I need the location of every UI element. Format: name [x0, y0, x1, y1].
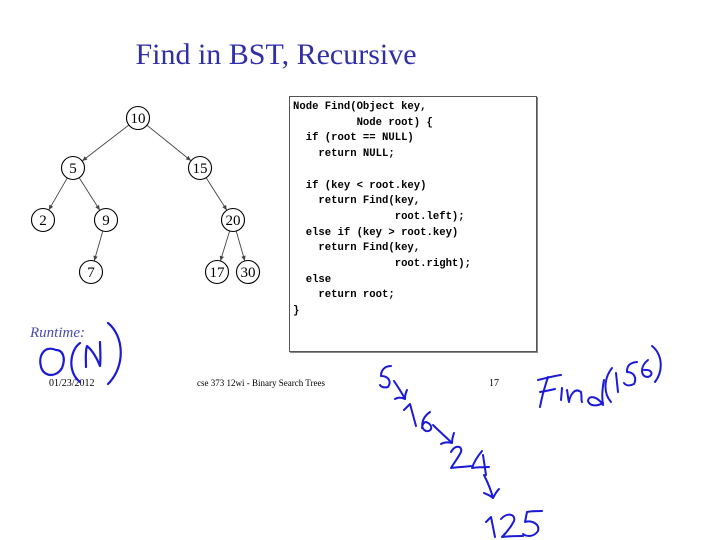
tree-node-circle: [30, 207, 56, 233]
tree-node: 15: [187, 155, 213, 181]
tree-node-circle: [125, 105, 151, 131]
footer-date: 01/23/2012: [49, 378, 95, 389]
tree-edge: [93, 230, 104, 262]
page-number: 17: [489, 378, 499, 389]
tree-edge: [81, 124, 130, 162]
tree-edge: [48, 177, 68, 211]
tree-edge: [205, 177, 228, 211]
tree-node: 20: [220, 207, 246, 233]
tree-edge-arrowhead: [222, 204, 227, 211]
code-listing: Node Find(Object key, Node root) { if (r…: [293, 101, 472, 318]
tree-node-circle: [187, 155, 213, 181]
tree-edge-arrowhead: [48, 204, 54, 211]
tree-node-circle: [220, 207, 246, 233]
tree-node: 9: [93, 207, 119, 233]
tree-edge: [219, 230, 231, 262]
tree-edge-arrowhead: [82, 156, 88, 161]
tree-node-circle: [93, 207, 119, 233]
tree-node-label: 5: [69, 161, 77, 177]
tree-node-label: 9: [102, 213, 110, 229]
tree-node-circle: [235, 259, 261, 285]
tree-node-circle: [204, 259, 230, 285]
tree-node: 7: [78, 259, 104, 285]
tree-node-label: 20: [226, 213, 241, 229]
tree-edge-arrowhead: [185, 155, 192, 161]
tree-node-label: 17: [210, 265, 226, 281]
tree-node-label: 30: [241, 265, 256, 281]
tree-node-label: 7: [87, 265, 95, 281]
tree-node-label: 10: [131, 111, 146, 127]
runtime-label: Runtime:: [30, 325, 85, 341]
tree-edge: [78, 177, 101, 211]
tree-edge-arrowhead: [241, 255, 246, 261]
tree-node: 10: [125, 105, 151, 131]
tree-node-circle: [60, 155, 86, 181]
tree-edge: [235, 230, 246, 262]
tree-edge-arrowhead: [95, 204, 100, 211]
slide-title: Find in BST, Recursive: [135, 38, 417, 71]
tree-node: 2: [30, 207, 56, 233]
code-box: Node Find(Object key, Node root) { if (r…: [289, 96, 537, 352]
tree-node: 17: [204, 259, 230, 285]
tree-node-label: 2: [39, 213, 47, 229]
tree-node-circle: [78, 259, 104, 285]
tree-node: 5: [60, 155, 86, 181]
tree-edge-arrowhead: [93, 255, 98, 261]
tree-edge: [146, 124, 192, 162]
footer-course: cse 373 12wi - Binary Search Trees: [197, 378, 325, 388]
tree-node: 30: [235, 259, 261, 285]
tree-node-label: 15: [193, 161, 208, 177]
tree-edge-arrowhead: [219, 255, 224, 262]
